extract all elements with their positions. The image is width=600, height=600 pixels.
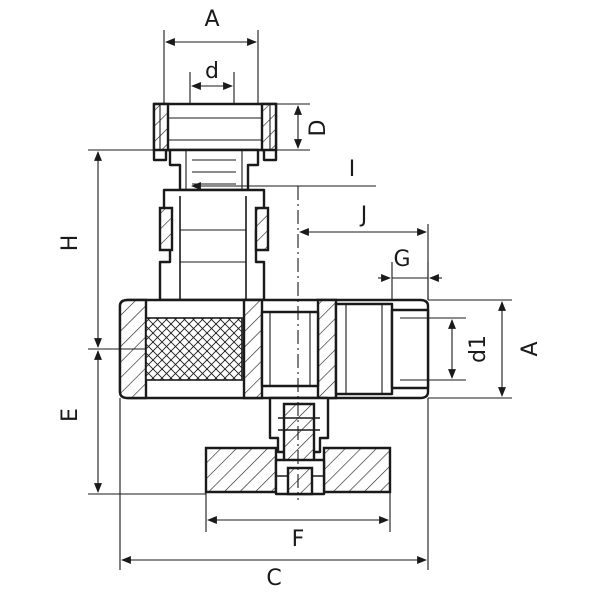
knurled-insert [145, 317, 243, 381]
label-F: F [292, 527, 305, 552]
dimension-D [276, 103, 310, 151]
dimension-G [378, 262, 442, 300]
label-G: G [393, 247, 410, 272]
label-J: J [359, 203, 368, 228]
right-coupling [334, 302, 430, 396]
dimension-F [205, 492, 391, 532]
label-A-right: A [518, 341, 543, 356]
label-d1: d1 [466, 335, 491, 363]
label-A-top: A [204, 7, 219, 32]
label-I: I [349, 157, 356, 182]
label-H: H [58, 235, 83, 252]
dimension-H [88, 149, 166, 350]
label-C: C [266, 566, 281, 591]
vertical-stem [158, 188, 270, 302]
dimension-C [119, 398, 429, 570]
label-d: d [205, 59, 219, 84]
top-tailpiece [168, 148, 260, 192]
top-union-nut [152, 102, 278, 162]
dimension-d [189, 72, 235, 104]
dimension-A-right [428, 299, 512, 399]
dimension-d1 [428, 317, 466, 381]
lower-spindle [268, 396, 330, 474]
label-E: E [58, 408, 83, 422]
ball-cylinder [260, 310, 320, 388]
dimension-A-top [163, 30, 259, 104]
label-D: D [306, 120, 331, 137]
handwheel [204, 446, 392, 496]
dimension-E [88, 350, 206, 495]
